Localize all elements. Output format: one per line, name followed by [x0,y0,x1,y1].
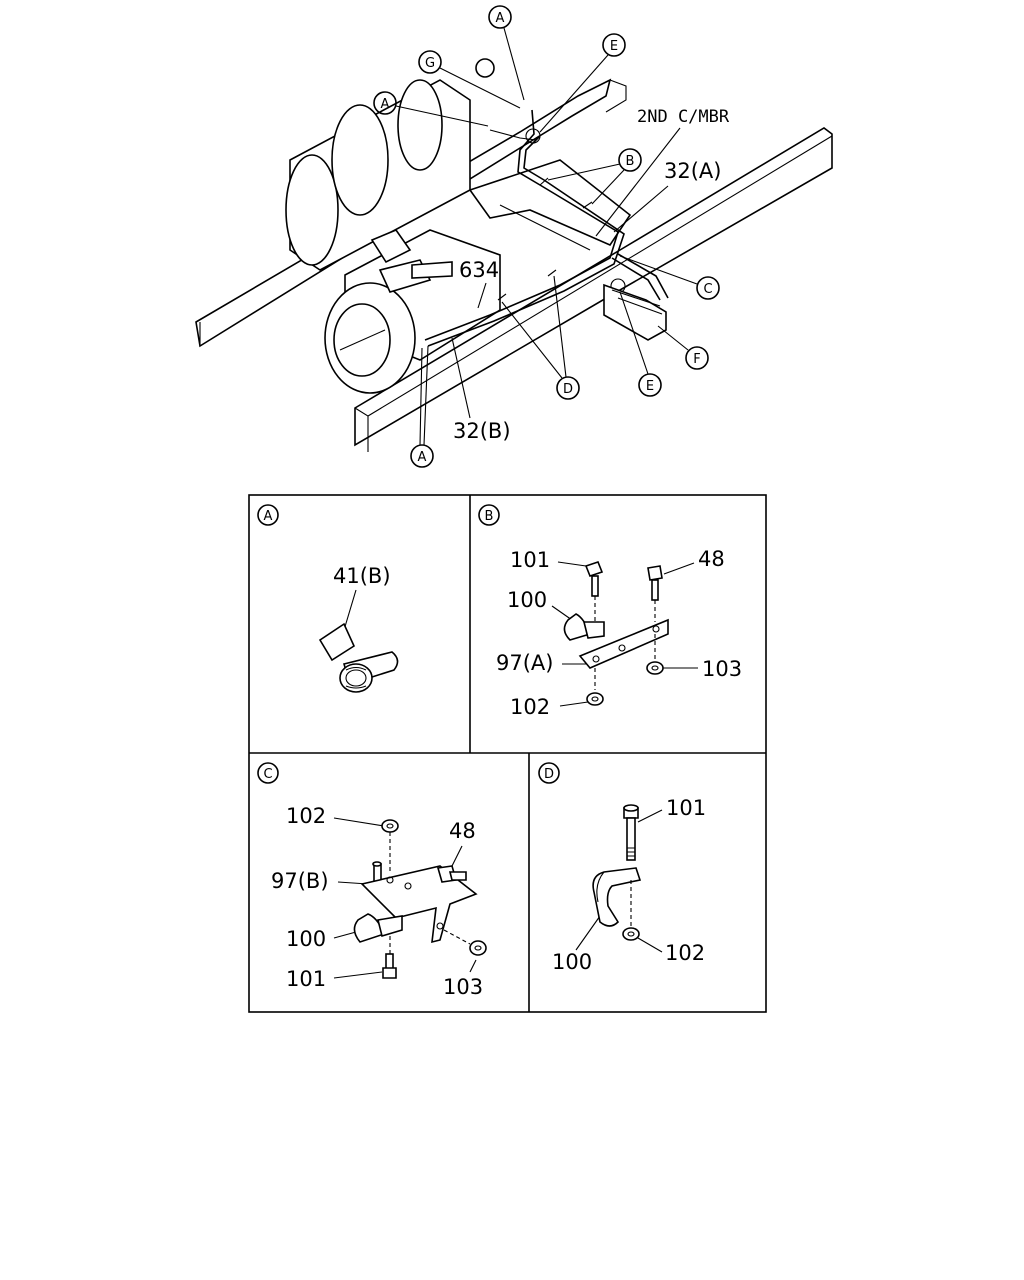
callout-b: B [547,148,642,205]
detail-grid [248,494,767,1013]
detail-b-id: B [485,509,494,524]
brake-pipes [424,109,669,347]
part-102-d: 102 [665,941,705,965]
clamp-100-drawing [592,804,642,941]
svg-text:E: E [610,39,618,54]
svg-text:A: A [381,97,390,112]
fuel-tank [285,58,495,271]
part-103-c: 103 [443,975,483,999]
detail-a: A 41(B) [257,504,399,693]
part-101-d: 101 [666,796,706,820]
svg-text:B: B [626,154,635,169]
callout-a-bottom: A [410,345,434,468]
label-pipe-32b: 32(B) [453,419,511,443]
part-103: 103 [702,657,742,681]
part-102-c: 102 [286,804,326,828]
detail-d: D 101 100 102 [538,762,706,974]
callout-g: G [418,50,521,109]
part-101-c: 101 [286,967,326,991]
label-crossmember: 2ND C/MBR [637,107,730,127]
part-100-c: 100 [286,927,326,951]
svg-text:D: D [563,382,573,397]
detail-c-id: C [263,767,272,782]
bracket-97a-drawing [563,561,669,706]
callout-e-bottom: E [619,291,662,397]
part-102: 102 [510,695,550,719]
part-41b: 41(B) [333,564,391,588]
part-97a: 97(A) [496,651,553,675]
detail-d-id: D [544,767,554,782]
detail-c: C 102 48 97(B) 100 101 103 [257,762,487,999]
callout-a-left: A [373,91,489,127]
callout-a-top: A [488,5,525,101]
callout-c: C [619,255,720,300]
svg-text:C: C [703,282,712,297]
frame-rail-near [354,127,833,447]
detail-a-id: A [264,509,273,524]
svg-text:A: A [496,11,505,26]
part-100-d: 100 [552,950,592,974]
crossmember [468,159,632,247]
callout-d: D [501,275,580,400]
bracket-97b-drawing [353,819,487,979]
part-48: 48 [698,547,725,571]
part-101: 101 [510,548,550,572]
overview-illustration: A E G A B C F [195,5,833,468]
label-part-634: 634 [459,258,499,282]
part-100: 100 [507,588,547,612]
label-pipe-32a: 32(A) [664,159,721,183]
svg-text:A: A [418,450,427,465]
part-97b: 97(B) [271,869,329,893]
callout-e-top: E [539,33,626,133]
detail-b: B 101 48 100 97(A) 103 102 [478,504,742,719]
svg-text:E: E [646,379,654,394]
svg-text:F: F [693,352,700,367]
svg-text:G: G [425,56,435,71]
part-48-c: 48 [449,819,476,843]
callout-f: F [657,325,709,370]
clip-41b-drawing [318,622,399,693]
transmission [324,229,501,394]
